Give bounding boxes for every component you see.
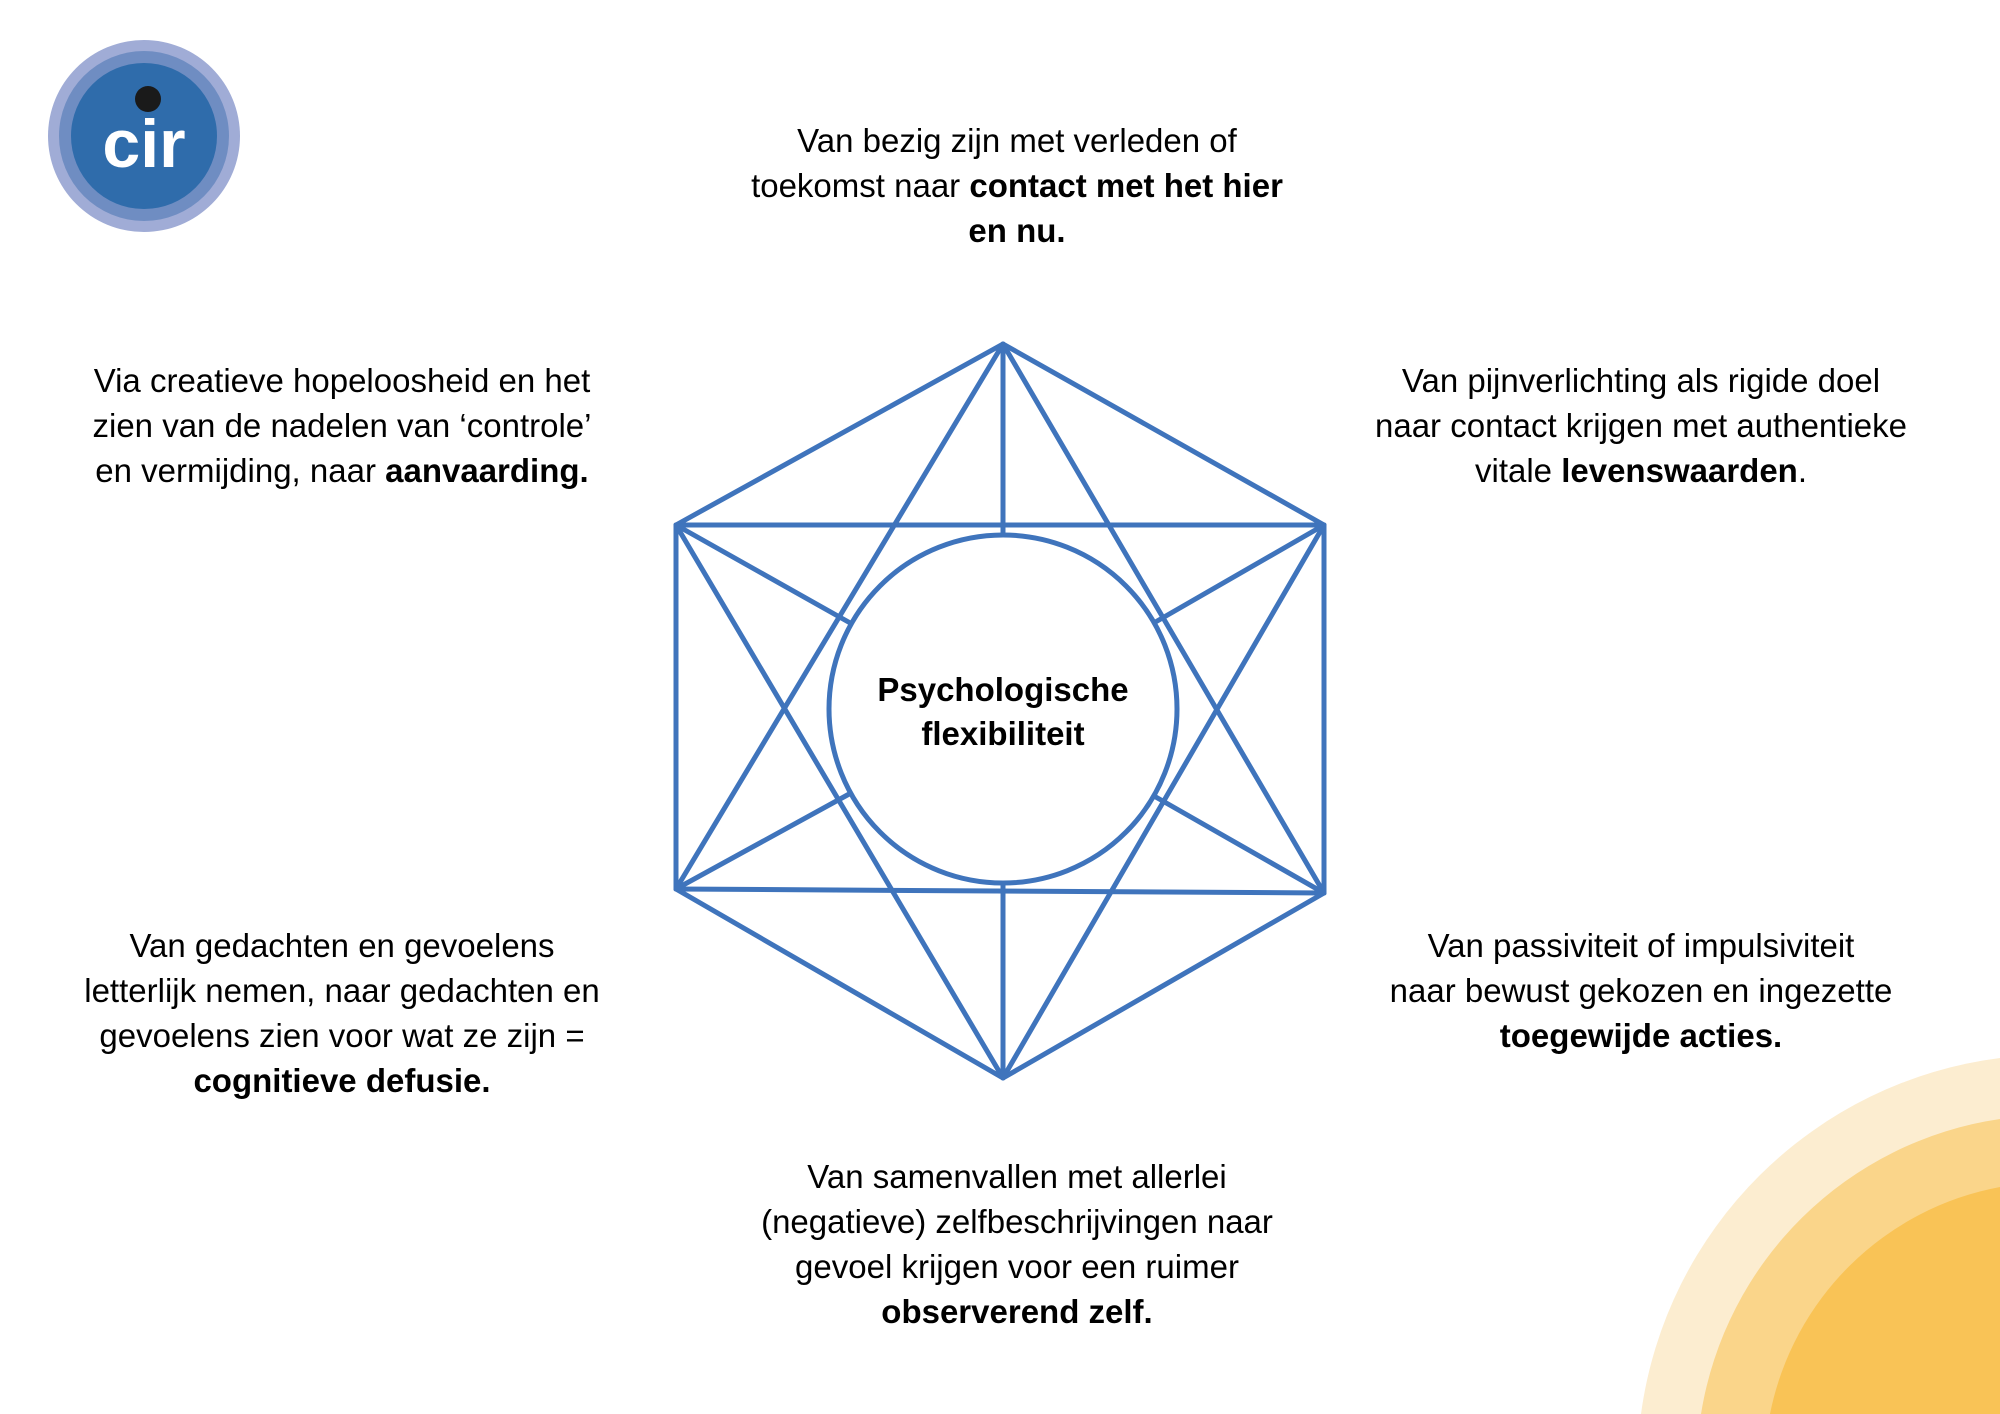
text-line: (negatieve) zelfbeschrijvingen naar <box>761 1203 1273 1240</box>
text-bold: en nu. <box>968 212 1066 249</box>
text-bottom-right-acties: Van passiviteit of impulsiviteit naar be… <box>1291 923 1991 1058</box>
sun-inner-disc <box>1770 1187 2000 1414</box>
text-bold: toegewijde acties. <box>1499 1017 1783 1054</box>
text-bold: aanvaarding. <box>385 452 589 489</box>
text-line: Van gedachten en gevoelens <box>129 927 555 964</box>
text-bold: contact met het hier <box>969 167 1283 204</box>
logo-text: cir <box>102 106 185 182</box>
text-line: Van bezig zijn met verleden of <box>797 122 1237 159</box>
spoke-bottom-right <box>1151 793 1327 896</box>
text-bold: cognitieve defusie. <box>193 1062 491 1099</box>
text-normal: toekomst naar <box>751 167 970 204</box>
text-line: Via creatieve hopeloosheid en het <box>93 362 591 399</box>
text-line: Van pijnverlichting als rigide doel <box>1401 362 1881 399</box>
center-label-line2: flexibiliteit <box>921 715 1085 752</box>
text-bold: levenswaarden <box>1561 452 1798 489</box>
text-line: en vermijding, naar aanvaarding. <box>0 448 692 493</box>
logo-dot <box>135 86 161 112</box>
text-line: en nu. <box>667 208 1367 253</box>
text-top-hier-en-nu: Van bezig zijn met verleden of toekomst … <box>667 118 1367 253</box>
text-line: Van passiviteit of impulsiviteit <box>1427 927 1855 964</box>
center-label: Psychologische flexibiliteit <box>803 668 1203 756</box>
center-label-line1: Psychologische <box>877 671 1129 708</box>
text-line: toegewijde acties. <box>1291 1013 1991 1058</box>
bottom-horizontal-line <box>673 886 1327 896</box>
text-bottom-observerend-zelf: Van samenvallen met allerlei (negatieve)… <box>667 1154 1367 1334</box>
text-normal: en vermijding, naar <box>95 452 386 489</box>
text-line: letterlijk nemen, naar gedachten en <box>84 972 600 1009</box>
text-line: observerend zelf. <box>667 1289 1367 1334</box>
text-normal: . <box>1797 452 1807 489</box>
text-line: cognitieve defusie. <box>0 1058 692 1103</box>
text-bold: observerend zelf. <box>881 1293 1153 1330</box>
center-circle <box>826 532 1180 886</box>
text-normal: vitale <box>1474 452 1562 489</box>
text-line: toekomst naar contact met het hier <box>667 163 1367 208</box>
text-line: naar contact krijgen met authentieke <box>1375 407 1907 444</box>
spoke-top-right <box>1149 522 1327 627</box>
text-top-right-levenswaarden: Van pijnverlichting als rigide doel naar… <box>1291 358 1991 493</box>
text-bottom-left-defusie: Van gedachten en gevoelens letterlijk ne… <box>0 923 692 1103</box>
text-line: naar bewust gekozen en ingezette <box>1389 972 1893 1009</box>
text-line: vitale levenswaarden. <box>1291 448 1991 493</box>
spoke-top-left <box>673 522 855 627</box>
logo-inner-disc <box>71 63 217 209</box>
text-line: Van samenvallen met allerlei <box>807 1158 1227 1195</box>
text-line: gevoel krijgen voor een ruimer <box>795 1248 1239 1285</box>
cir-logo: cir <box>48 40 240 232</box>
spoke-bottom-left <box>673 790 854 892</box>
text-top-left-aanvaarding: Via creatieve hopeloosheid en het zien v… <box>0 358 692 493</box>
text-line: zien van de nadelen van ‘controle’ <box>92 407 592 444</box>
text-line: gevoelens zien voor wat ze zijn = <box>99 1017 585 1054</box>
